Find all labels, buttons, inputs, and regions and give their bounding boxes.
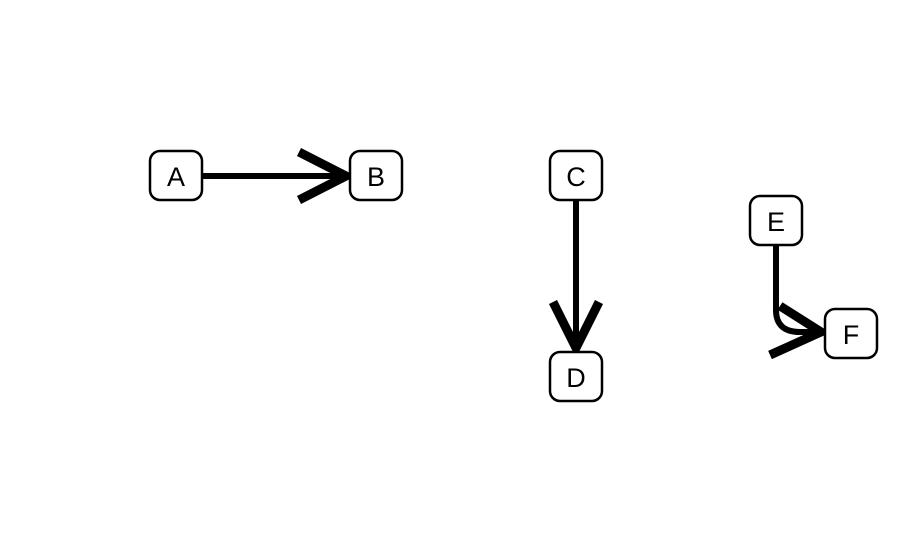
- node-a-label: A: [167, 162, 185, 192]
- edge-c-d: [548, 200, 604, 359]
- edge-e-f: [768, 245, 831, 360]
- node-d-label: D: [566, 363, 586, 393]
- edge-e-f-arrowhead-icon: [768, 302, 831, 360]
- node-a-box: [148, 149, 204, 202]
- node-b-box: [348, 149, 404, 202]
- edge-c-d-arrowhead-icon: [548, 299, 604, 359]
- node-c-box: [548, 149, 604, 202]
- node-e-box: [748, 194, 804, 247]
- node-e: E: [748, 194, 804, 247]
- edge-a-b-arrowhead-icon: [296, 147, 356, 205]
- node-e-label: E: [767, 207, 785, 237]
- node-b: B: [348, 149, 404, 202]
- node-f-label: F: [843, 320, 860, 350]
- edge-a-b: [202, 147, 356, 205]
- node-c-label: C: [566, 162, 586, 192]
- node-d-box: [548, 350, 604, 403]
- node-c: C: [548, 149, 604, 202]
- node-f-box: [823, 307, 879, 360]
- node-b-label: B: [367, 162, 385, 192]
- edge-e-f-shaft: [773, 245, 812, 335]
- node-d: D: [548, 350, 604, 403]
- node-f: F: [823, 307, 879, 360]
- node-a: A: [148, 149, 204, 202]
